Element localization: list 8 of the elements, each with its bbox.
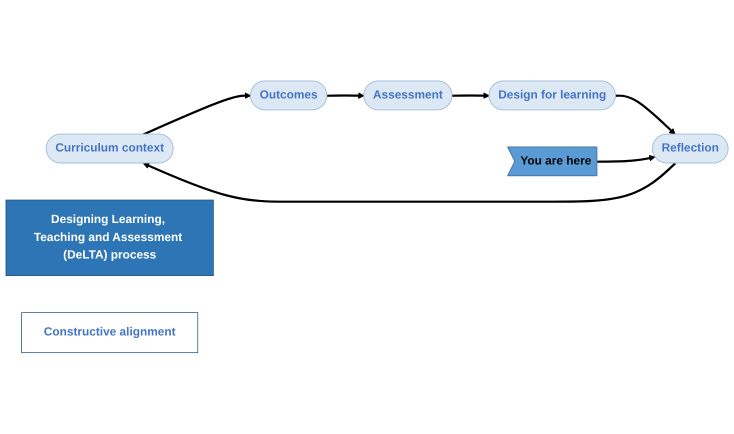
arrow <box>142 92 252 136</box>
arrow <box>327 92 364 100</box>
arrow <box>452 92 490 100</box>
node-box: Constructive alignment <box>21 312 198 354</box>
arrow <box>142 162 676 204</box>
node-box: Designing Learning, Teaching and Assessment (DeLTA) process <box>6 200 214 276</box>
arrow <box>597 155 656 163</box>
arrow <box>616 94 676 135</box>
